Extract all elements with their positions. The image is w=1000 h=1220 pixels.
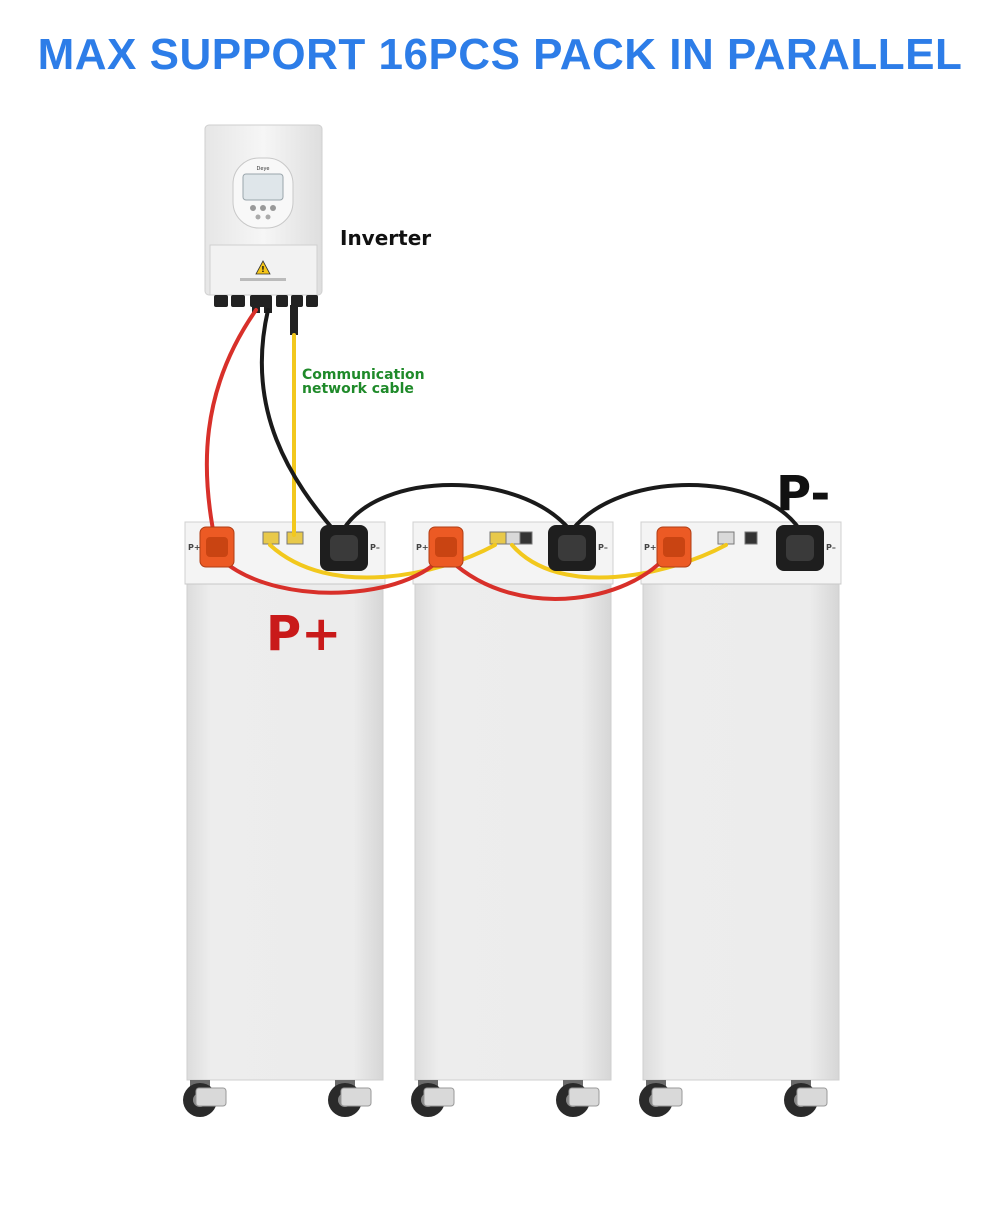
positive-cable-2-3 — [448, 546, 674, 601]
negative-cable-1-2 — [341, 483, 572, 532]
battery-pack-2 — [412, 521, 614, 1081]
positive-terminal-1 — [199, 526, 235, 568]
battery-3-minus-mark: P– — [826, 543, 836, 552]
inverter-ports — [214, 295, 318, 335]
positive-label: P+ — [266, 606, 342, 662]
comm-cable-label: Communication network cable — [302, 368, 425, 396]
comm-cable-1-2 — [268, 543, 497, 580]
battery-2-plus-mark: P+ — [416, 543, 429, 552]
battery-2-minus-mark: P– — [598, 543, 608, 552]
negative-cable-2-3 — [570, 483, 802, 532]
battery-pack-3 — [640, 521, 842, 1081]
negative-terminal-2 — [548, 525, 596, 571]
warning-icon: ! — [255, 260, 271, 275]
inverter-brand: Deye — [257, 166, 270, 172]
positive-terminal-2 — [428, 526, 464, 568]
svg-text:!: ! — [261, 265, 265, 274]
negative-terminal-3 — [776, 525, 824, 571]
battery-3-plus-mark: P+ — [644, 543, 657, 552]
negative-terminal-1 — [320, 525, 368, 571]
page-title: MAX SUPPORT 16PCS PACK IN PARALLEL — [37, 30, 963, 79]
battery-1-minus-mark: P– — [370, 543, 380, 552]
battery-1-plus-mark: P+ — [188, 543, 201, 552]
positive-cable-inverter — [204, 308, 258, 547]
negative-cable-inverter — [259, 308, 340, 537]
comm-cable-2-3 — [510, 543, 728, 580]
inverter-label: Inverter — [340, 226, 432, 250]
caster-wheel-icon — [183, 1080, 828, 1117]
comm-cable-label-line2: network cable — [302, 381, 414, 397]
comm-cable-label-line1: Communication — [302, 367, 425, 383]
inverter: Deye ! — [204, 124, 323, 335]
positive-terminal-3 — [656, 526, 692, 568]
negative-label: P- — [776, 466, 831, 522]
comm-ports — [262, 531, 758, 545]
